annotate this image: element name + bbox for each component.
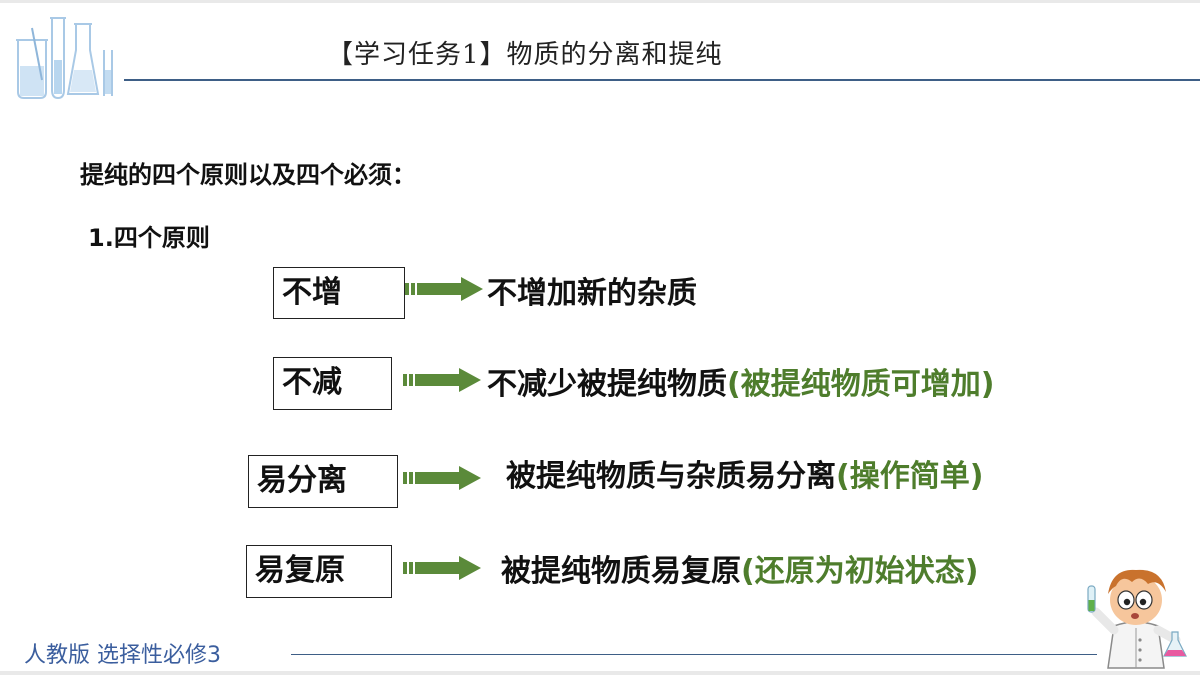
sub-heading: 1.四个原则 [88,224,210,252]
principle-term: 不增 [282,275,342,310]
principle-main: 不增加新的杂质 [487,276,697,311]
principle-main: 不减少被提纯物质 [487,367,727,402]
lab-glassware-icon [16,17,113,100]
principle-note: (操作简单) [836,459,984,494]
footer-textbook-label: 人教版 选择性必修3 [24,643,221,668]
principle-term: 不减 [282,365,342,400]
top-edge-strip [0,0,1200,3]
principle-term: 易复原 [255,553,345,588]
scientist-boy-illustration [1087,569,1187,669]
section-heading: 提纯的四个原则以及四个必须： [80,161,416,189]
bottom-edge-strip [0,671,1200,675]
right-arrow-icon [403,368,481,392]
footer-divider [291,654,1097,655]
principle-main: 被提纯物质与杂质易分离 [506,459,836,494]
principle-box-3: 易分离 [248,455,398,508]
principle-description-4: 被提纯物质易复原(还原为初始状态) [501,557,978,587]
principle-description-2: 不减少被提纯物质(被提纯物质可增加) [487,370,994,400]
principle-description-1: 不增加新的杂质 [487,279,697,309]
right-arrow-icon [403,556,481,580]
principle-note: (还原为初始状态) [741,554,979,589]
right-arrow-icon [405,277,483,301]
principle-main: 被提纯物质易复原 [501,554,741,589]
slide-title: 【学习任务1】物质的分离和提纯 [327,40,723,70]
principle-box-1: 不增 [273,267,405,319]
right-arrow-icon [403,466,481,490]
principle-box-4: 易复原 [246,545,392,598]
title-divider [124,79,1200,81]
principle-note: (被提纯物质可增加) [727,367,995,402]
principle-description-3: 被提纯物质与杂质易分离(操作简单) [506,462,983,492]
principle-term: 易分离 [257,463,347,498]
principle-box-2: 不减 [273,357,392,410]
